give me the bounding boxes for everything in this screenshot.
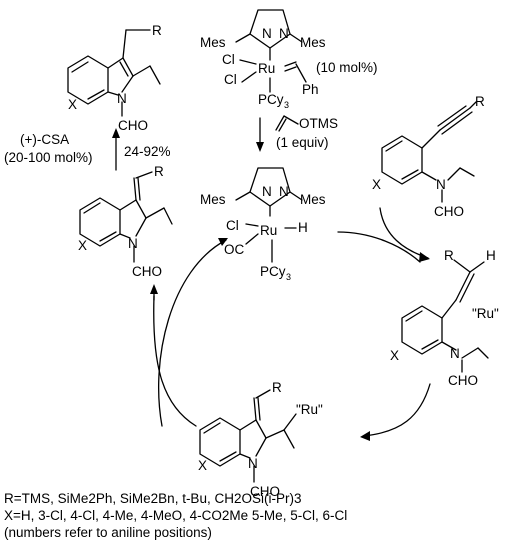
isomerization-arrow <box>112 128 120 171</box>
vinyl-ether-equiv: (1 equiv) <box>276 135 329 150</box>
vinyl-ru-n-label: N <box>450 346 460 361</box>
indoline-n-label: N <box>128 236 138 251</box>
indoline-intermediate <box>79 171 173 263</box>
alkyne-cho-label: CHO <box>434 204 464 219</box>
product-indole <box>67 29 161 117</box>
alkyne-r-label: R <box>475 94 485 109</box>
product-cho-label: CHO <box>118 118 148 133</box>
alkyl-ru-x-label: X <box>198 458 207 473</box>
vinyl-ru-r-label: R <box>444 248 454 263</box>
grubbs-catalyst <box>235 9 307 93</box>
ru-h-n-left: N <box>262 184 272 199</box>
vinyl-ether-otms: OTMS <box>299 116 338 131</box>
catalyst-cl-bottom: Cl <box>224 72 237 87</box>
alkyl-ru-cho-label: CHO <box>250 484 280 499</box>
alkyne-x-label: X <box>372 177 381 192</box>
catalyst-pcy-subscript: 3 <box>284 100 289 110</box>
footnote-note: (numbers refer to aniline positions) <box>4 524 212 541</box>
catalyst-mes-right: Mes <box>300 35 326 50</box>
indoline-r-label: R <box>154 164 164 179</box>
vinyl-ru-x-label: X <box>390 348 399 363</box>
ru-h-mes-left: Mes <box>200 192 226 207</box>
alkyl-ru-r-label: R <box>272 380 282 395</box>
catalyst-n-left: N <box>262 26 272 41</box>
catalytic-cycle-arrows <box>150 207 431 441</box>
alkyne-substrate <box>381 101 477 203</box>
catalyst-pcy-label: PCy <box>258 92 284 107</box>
footnote-r-line: R=TMS, SiMe2Ph, SiMe2Bn, t-Bu, CH2OSi(i-… <box>4 491 302 506</box>
acid-label: (+)-CSA <box>20 132 69 147</box>
ru-h-n-right: N <box>279 184 289 199</box>
vinyl-ru-intermediate <box>401 259 489 373</box>
ru-hydride-catalyst <box>235 167 303 263</box>
catalyst-cl-top: Cl <box>222 52 235 67</box>
alkyne-n-label: N <box>436 177 446 192</box>
footnote-r-substituents: R=TMS, SiMe2Ph, SiMe2Bn, t-Bu, CH2OSi(i-… <box>4 490 301 507</box>
catalyst-ph-label: Ph <box>302 82 319 97</box>
catalyst-loading: (10 mol%) <box>316 60 378 75</box>
indoline-x-label: X <box>78 238 87 253</box>
vinyl-ru-ru-label: "Ru" <box>472 306 499 321</box>
ru-h-mes-right: Mes <box>300 192 326 207</box>
acid-loading: (20-100 mol%) <box>4 150 93 165</box>
ru-h-pcy-subscript: 3 <box>286 272 291 282</box>
product-n-label: N <box>117 91 127 106</box>
yield-label: 24-92% <box>124 144 171 159</box>
indoline-cho-label: CHO <box>132 264 162 279</box>
product-x-label: X <box>68 97 77 112</box>
ru-h-pcy: PCy <box>260 264 286 279</box>
activation-arrow <box>256 117 264 152</box>
catalyst-mes-left: Mes <box>200 35 226 50</box>
ru-h-ru: Ru <box>260 223 277 238</box>
vinyl-ru-cho-label: CHO <box>448 373 478 388</box>
footnote-x-substituents: X=H, 3-Cl, 4-Cl, 4-Me, 4-MeO, 4-CO2Me 5-… <box>4 507 347 524</box>
vinyl-ether <box>275 115 299 132</box>
vinyl-ru-h-label: H <box>486 248 496 263</box>
alkyl-ru-ru-label: "Ru" <box>296 402 323 417</box>
product-r-label: R <box>152 23 162 38</box>
ru-h-oc: OC <box>224 242 245 257</box>
ru-h-cl: Cl <box>226 218 239 233</box>
catalyst-n-right: N <box>279 26 289 41</box>
catalyst-ru-label: Ru <box>258 61 275 76</box>
footnote-x-line: X=H, 3-Cl, 4-Cl, 4-Me, 4-MeO, 4-CO2Me 5-… <box>4 508 348 523</box>
alkyl-ru-intermediate <box>199 389 297 483</box>
ru-h-h: H <box>298 220 308 235</box>
alkyl-ru-n-label: N <box>248 456 258 471</box>
footnote-note-line: (numbers refer to aniline positions) <box>4 525 212 540</box>
